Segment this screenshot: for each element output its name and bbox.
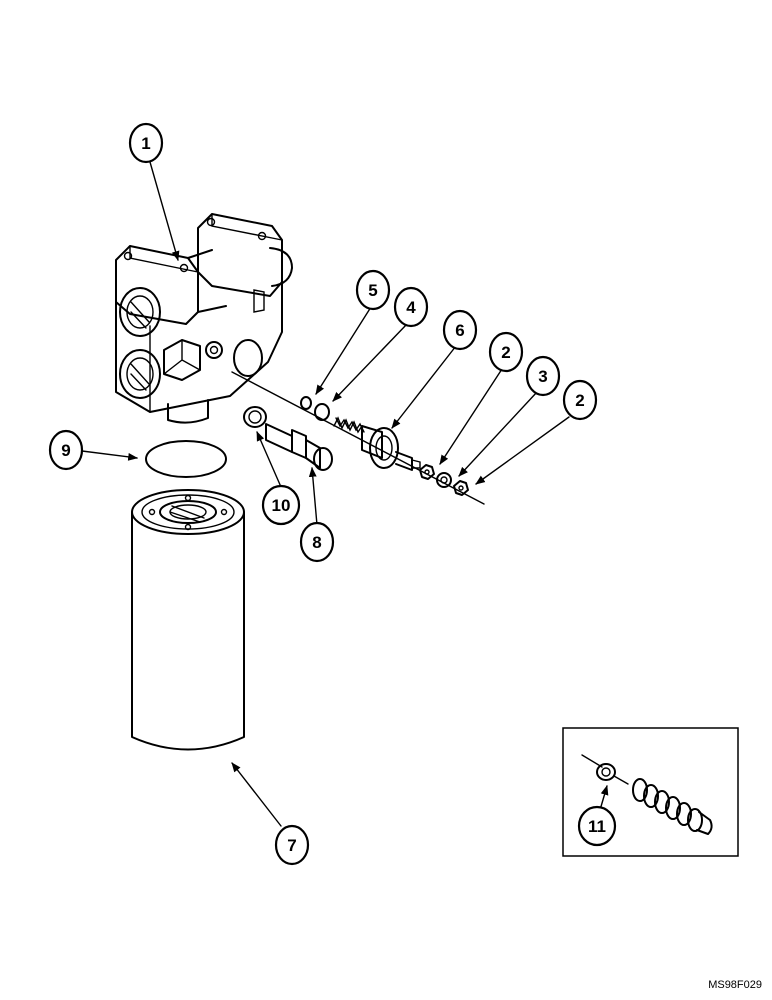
- svg-text:3: 3: [538, 367, 547, 386]
- callout-9: 8: [299, 521, 335, 563]
- ring-part-10: [243, 406, 267, 428]
- callout-3: 3: [525, 355, 561, 397]
- svg-text:9: 9: [61, 441, 70, 460]
- washer-part-3: [436, 472, 452, 488]
- seal-part-4: [314, 403, 330, 421]
- svg-text:1: 1: [141, 134, 150, 153]
- svg-text:11: 11: [588, 817, 606, 836]
- svg-text:5: 5: [368, 281, 377, 300]
- callout-4: 4: [393, 286, 429, 328]
- assembly-axis-line: [231, 371, 485, 505]
- nut-part-2-inner: [419, 464, 435, 480]
- seal-part-5: [300, 396, 312, 410]
- relief-valve-part-6: [333, 416, 421, 471]
- svg-text:8: 8: [312, 533, 321, 552]
- callout-5: 5: [355, 269, 391, 311]
- o-ring-part-8: [145, 440, 227, 478]
- callout-8: 9: [48, 429, 84, 471]
- callout-2-outer: 2: [562, 379, 598, 421]
- filter-cartridge-part-7: [131, 489, 245, 751]
- callout-6: 6: [442, 309, 478, 351]
- plug-part-9: [265, 423, 333, 471]
- svg-text:2: 2: [575, 391, 584, 410]
- callout-11: 11: [577, 805, 617, 847]
- callout-7: 7: [274, 824, 310, 866]
- filter-head: [115, 213, 293, 424]
- spring-part-11: [632, 778, 713, 835]
- svg-text:7: 7: [287, 836, 296, 855]
- svg-text:4: 4: [406, 298, 416, 317]
- leader-lines: [81, 161, 609, 827]
- figure-code: MS98F029: [708, 979, 762, 991]
- nut-part-2-outer: [453, 480, 469, 496]
- callout-1: 1: [128, 122, 164, 164]
- inset-detail-box: [562, 727, 739, 857]
- svg-text:6: 6: [455, 321, 464, 340]
- callout-2-inner: 2: [488, 331, 524, 373]
- svg-text:2: 2: [501, 343, 510, 362]
- callout-10: 10: [261, 484, 301, 526]
- svg-text:10: 10: [272, 496, 291, 515]
